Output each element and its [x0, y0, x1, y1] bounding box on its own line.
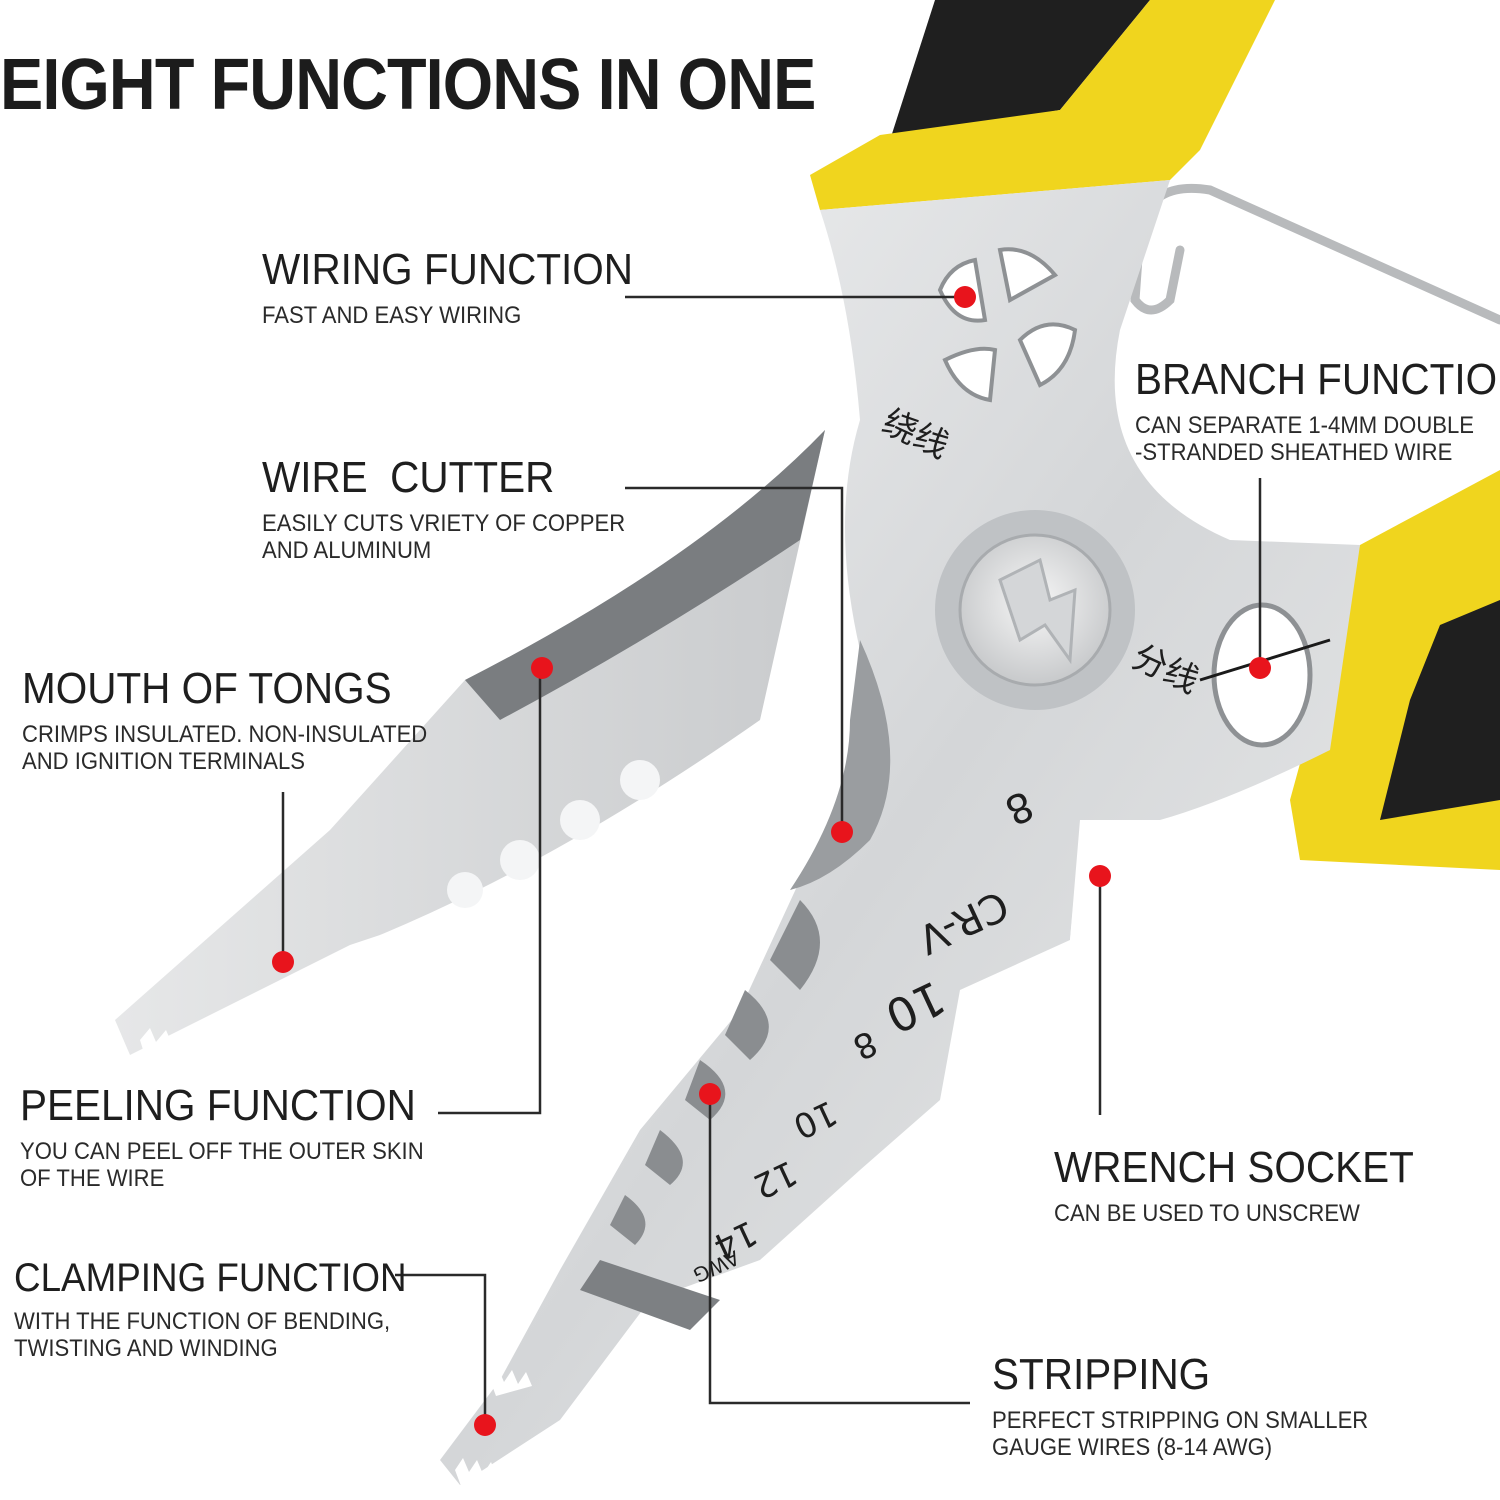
pivot-logo — [998, 557, 1077, 665]
wrench-notch — [1070, 830, 1098, 940]
feature-branch-desc-2: -STRANDED SHEATHED WIRE — [1135, 439, 1453, 466]
feature-cutter-desc-1: EASILY CUTS VRIETY OF COPPER — [262, 510, 626, 537]
feature-wrench-title: WRENCH SOCKET — [1054, 1143, 1414, 1192]
feature-stripping: STRIPPING PERFECT STRIPPING ON SMALLER G… — [992, 1350, 1401, 1462]
feature-mouth: MOUTH OF TONGS CRIMPS INSULATED. NON-INS… — [22, 664, 463, 776]
feature-wrench: WRENCH SOCKET CAN BE USED TO UNSCREW — [1054, 1143, 1445, 1228]
upper-jaw-edge — [465, 430, 825, 720]
feature-mouth-desc-2: AND IGNITION TERMINALS — [22, 748, 305, 775]
feature-peeling-title: PEELING FUNCTION — [20, 1081, 416, 1130]
feature-clamping-title: CLAMPING FUNCTION — [14, 1256, 407, 1300]
feature-branch-title: BRANCH FUNCTION — [1135, 355, 1500, 404]
feature-stripping-desc-1: PERFECT STRIPPING ON SMALLER — [992, 1407, 1369, 1434]
feature-clamping: CLAMPING FUNCTION WITH THE FUNCTION OF B… — [14, 1258, 441, 1362]
feature-clamping-desc-1: WITH THE FUNCTION OF BENDING, — [14, 1308, 391, 1335]
feature-peeling-desc-1: YOU CAN PEEL OFF THE OUTER SKIN — [20, 1138, 424, 1165]
feature-markers — [272, 286, 1271, 1436]
marker-branch — [1249, 657, 1271, 679]
feature-cutter-desc-2: AND ALUMINUM — [262, 537, 432, 564]
feature-clamping-desc-2: TWISTING AND WINDING — [14, 1335, 278, 1362]
upper-jaw-teeth — [140, 1028, 268, 1066]
feature-cutter: WIRE CUTTER EASILY CUTS VRIETY OF COPPER… — [262, 453, 657, 565]
marker-peeling — [531, 657, 553, 679]
wiring-holes — [937, 247, 1078, 403]
feature-mouth-title: MOUTH OF TONGS — [22, 664, 392, 713]
lower-jaw-band — [580, 1260, 720, 1330]
feature-branch: BRANCH FUNCTION CAN SEPARATE 1-4MM DOUBL… — [1135, 355, 1500, 467]
spring-wire — [1130, 183, 1500, 325]
lower-jaw-teeth — [455, 1368, 532, 1486]
right-handle-black — [1380, 600, 1500, 820]
feature-wiring-title: WIRING FUNCTION — [262, 245, 634, 294]
feature-wiring: WIRING FUNCTION FAST AND EASY WIRING — [262, 245, 665, 330]
cutter-concave — [790, 640, 891, 890]
feature-peeling-desc-2: OF THE WIRE — [20, 1165, 165, 1192]
crimp-notches — [447, 760, 660, 908]
marker-wiring — [954, 286, 976, 308]
feature-cutter-title: WIRE CUTTER — [262, 453, 555, 502]
marker-cutter — [831, 821, 853, 843]
feature-peeling: PEELING FUNCTION YOU CAN PEEL OFF THE OU… — [20, 1081, 459, 1193]
feature-mouth-desc-1: CRIMPS INSULATED. NON-INSULATED — [22, 721, 428, 748]
feature-wrench-desc-1: CAN BE USED TO UNSCREW — [1054, 1200, 1360, 1227]
marker-wrench — [1089, 865, 1111, 887]
top-handle-black — [890, 0, 1150, 140]
marker-mouth — [272, 951, 294, 973]
feature-stripping-desc-2: GAUGE WIRES (8-14 AWG) — [992, 1434, 1273, 1461]
top-handle-yellow — [810, 0, 1275, 210]
callout-lines — [281, 295, 1262, 1425]
feature-wiring-desc-1: FAST AND EASY WIRING — [262, 302, 522, 329]
marker-stripping — [699, 1083, 721, 1105]
marker-clamping — [474, 1414, 496, 1436]
feature-stripping-title: STRIPPING — [992, 1350, 1211, 1399]
page-title: EIGHT FUNCTIONS IN ONE — [0, 45, 816, 125]
feature-branch-desc-1: CAN SEPARATE 1-4MM DOUBLE — [1135, 412, 1475, 439]
